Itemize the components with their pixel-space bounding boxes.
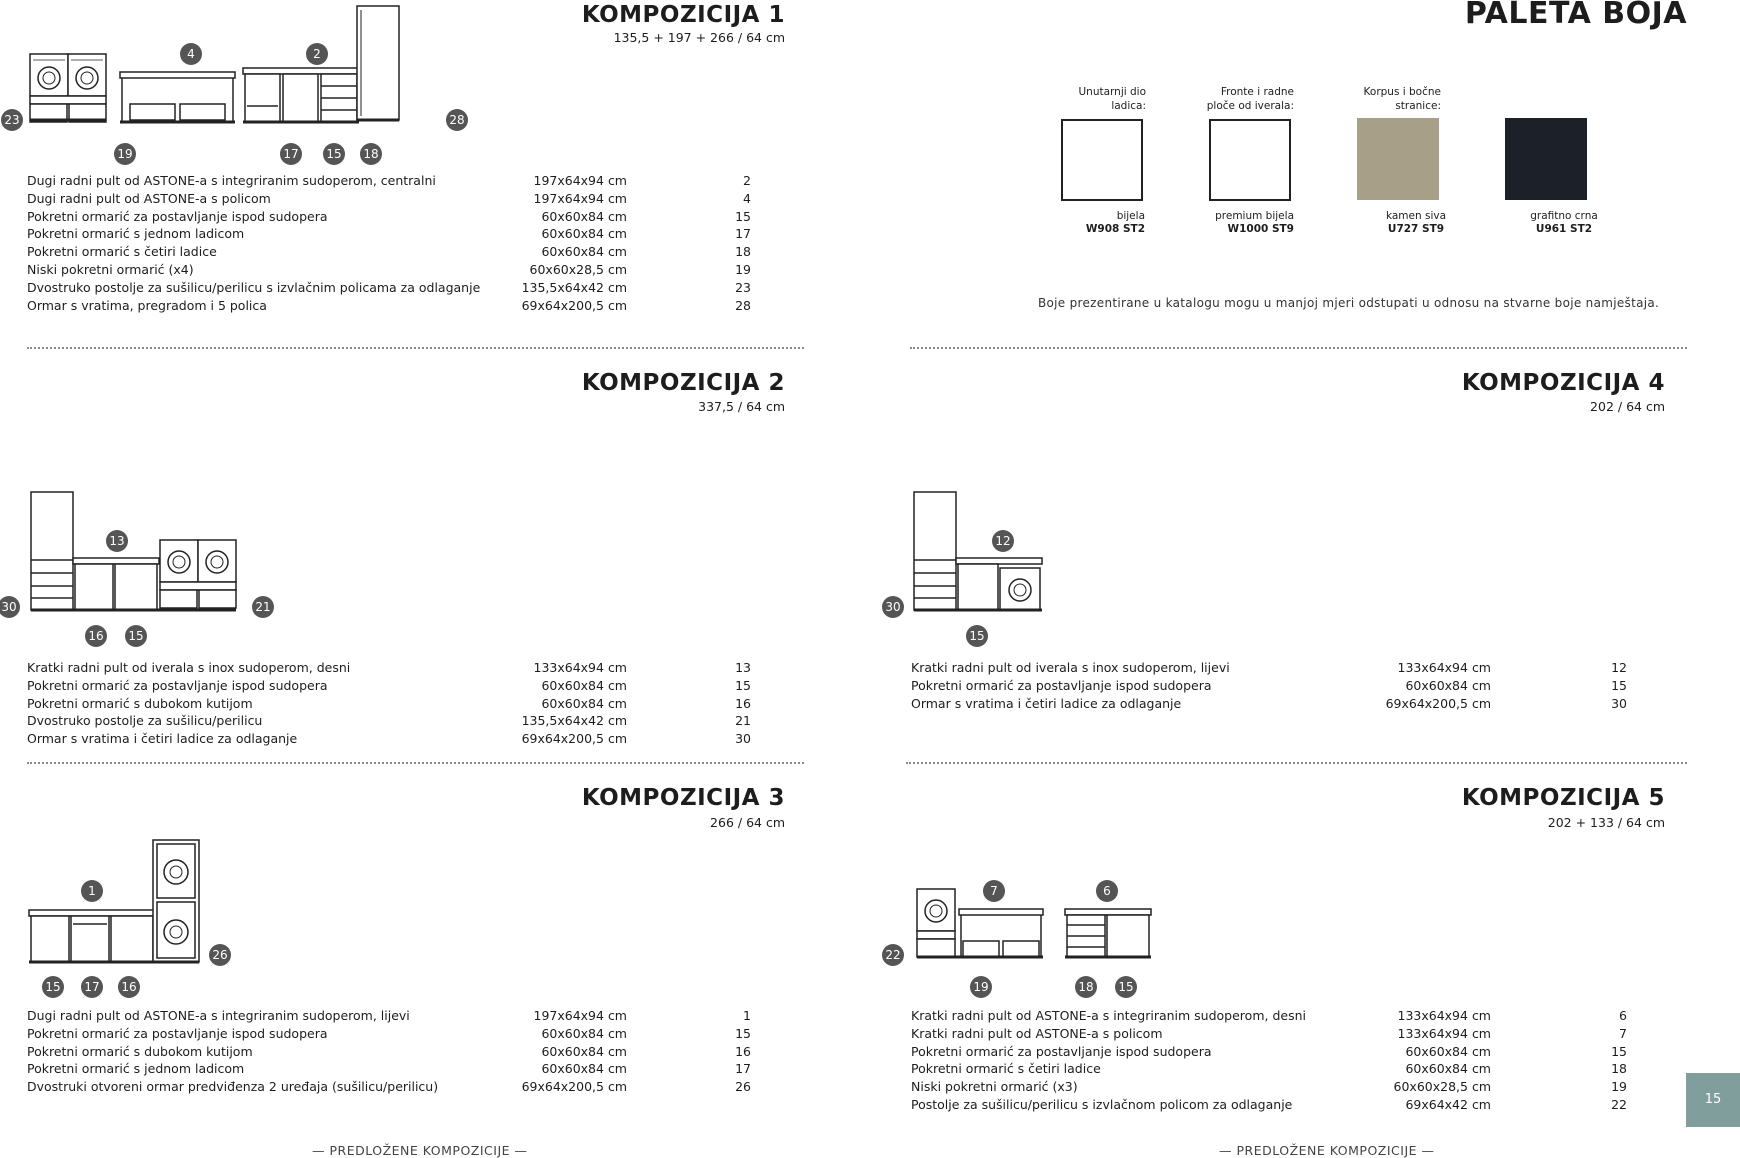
k5-dims: 202 + 133 / 64 cm [1547, 815, 1665, 830]
k1-badge-23: 23 [1, 109, 23, 131]
k3-dims: 266 / 64 cm [710, 815, 785, 830]
k2-dims: 337,5 / 64 cm [698, 399, 785, 414]
k2-badge-30: 30 [0, 596, 20, 618]
k5-diagram [916, 888, 1152, 959]
k1-dims: 135,5 + 197 + 266 / 64 cm [613, 30, 785, 45]
swatch-name-2: premium bijela [1215, 210, 1294, 222]
k1-table: Dugi radni pult od ASTONE-a s integriran… [27, 172, 751, 314]
footer-left: — PREDLOŽENE KOMPOZICIJE — [312, 1143, 528, 1158]
k3-diagram [28, 839, 200, 964]
table-row: Niski pokretni ormarić (x4)60x60x28,5 cm… [27, 261, 751, 277]
table-row: Pokretni ormarić za postavljanje ispod s… [911, 677, 1627, 693]
k4-title: KOMPOZICIJA 4 [1461, 370, 1665, 396]
table-row: Pokretni ormarić za postavljanje ispod s… [27, 208, 751, 224]
k1-diagram [29, 5, 400, 124]
k5-badge-7: 7 [983, 880, 1005, 902]
k3-badge-17: 17 [81, 976, 103, 998]
k4-badge-15: 15 [966, 625, 988, 647]
swatch-kamen-siva [1357, 118, 1439, 200]
swatch-name-4: grafitno crna [1530, 210, 1598, 222]
separator [906, 762, 1687, 764]
table-row: Pokretni ormarić za postavljanje ispod s… [27, 1025, 751, 1041]
table-row: Dugi radni pult od ASTONE-a s integriran… [27, 1008, 751, 1023]
swatch-code-1: W908 ST2 [1085, 223, 1145, 235]
k2-badge-13: 13 [106, 530, 128, 552]
table-row: Postolje za sušilicu/perilicu s izvlačno… [911, 1096, 1627, 1112]
k4-badge-12: 12 [992, 530, 1014, 552]
swatch-code-2: W1000 ST9 [1227, 223, 1295, 235]
table-row: Pokretni ormarić za postavljanje ispod s… [911, 1043, 1627, 1059]
table-row: Dvostruki otvoreni ormar predviđenza 2 u… [27, 1079, 751, 1095]
table-row: Ormar s vratima i četiri ladice za odlag… [911, 695, 1627, 711]
k2-badge-21: 21 [252, 596, 274, 618]
k1-badge-28: 28 [446, 109, 468, 131]
k4-table: Kratki radni pult od iverala s inox sudo… [911, 659, 1627, 712]
table-row: Ormar s vratima i četiri ladice za odlag… [27, 731, 751, 747]
k3-badge-1: 1 [81, 880, 103, 902]
k5-badge-18: 18 [1075, 976, 1097, 998]
swatch-premium-bijela [1209, 119, 1291, 201]
k3-badge-15: 15 [42, 976, 64, 998]
swatch-code-4: U961 ST2 [1535, 223, 1593, 235]
palette-note: Boje prezentirane u katalogu mogu u manj… [1038, 296, 1660, 310]
table-row: Pokretni ormarić za postavljanje ispod s… [27, 677, 751, 693]
swatch-code-3: U727 ST9 [1387, 223, 1445, 235]
table-row: Dugi radni pult od ASTONE-a s integriran… [27, 173, 751, 188]
k5-title: KOMPOZICIJA 5 [1461, 785, 1665, 811]
separator [910, 347, 1687, 349]
swatch-name-1: bijela [1116, 210, 1145, 222]
k5-table: Kratki radni pult od ASTONE-a s integrir… [911, 1007, 1627, 1114]
palette-title: PALETA BOJA [1464, 0, 1687, 31]
k3-title: KOMPOZICIJA 3 [581, 785, 785, 811]
table-row: Niski pokretni ormarić (x3)60x60x28,5 cm… [911, 1079, 1627, 1095]
k1-badge-17: 17 [280, 143, 302, 165]
k1-badge-15: 15 [323, 143, 345, 165]
table-row: Kratki radni pult od iverala s inox sudo… [911, 660, 1627, 675]
table-row: Kratki radni pult od ASTONE-a s integrir… [911, 1008, 1627, 1023]
k5-badge-15: 15 [1115, 976, 1137, 998]
k4-diagram [913, 491, 1043, 612]
table-row: Kratki radni pult od iverala s inox sudo… [27, 660, 751, 675]
k4-dims: 202 / 64 cm [1590, 399, 1665, 414]
footer-right: — PREDLOŽENE KOMPOZICIJE — [1219, 1143, 1435, 1158]
k1-title: KOMPOZICIJA 1 [581, 2, 785, 28]
k5-badge-19: 19 [970, 976, 992, 998]
separator [27, 762, 804, 764]
separator [27, 347, 804, 349]
k2-badge-15: 15 [125, 625, 147, 647]
k4-badge-30: 30 [882, 596, 904, 618]
k2-diagram [30, 491, 237, 612]
k1-badge-2: 2 [306, 43, 328, 65]
swatch-name-3: kamen siva [1385, 210, 1447, 222]
swatch-grafitno-crna [1505, 118, 1587, 200]
k3-badge-26: 26 [209, 944, 231, 966]
k1-badge-19: 19 [114, 143, 136, 165]
k3-table: Dugi radni pult od ASTONE-a s integriran… [27, 1007, 751, 1096]
k5-badge-6: 6 [1096, 880, 1118, 902]
k5-badge-22: 22 [882, 944, 904, 966]
k1-badge-18: 18 [360, 143, 382, 165]
page-number: 15 [1686, 1073, 1740, 1127]
k2-table: Kratki radni pult od iverala s inox sudo… [27, 659, 751, 748]
k1-badge-4: 4 [180, 43, 202, 65]
k2-title: KOMPOZICIJA 2 [581, 370, 785, 396]
table-row: Dvostruko postolje za sušilicu/perilicu … [27, 279, 751, 295]
k2-badge-16: 16 [85, 625, 107, 647]
k3-badge-16: 16 [118, 976, 140, 998]
swatch-bijela [1061, 119, 1143, 201]
